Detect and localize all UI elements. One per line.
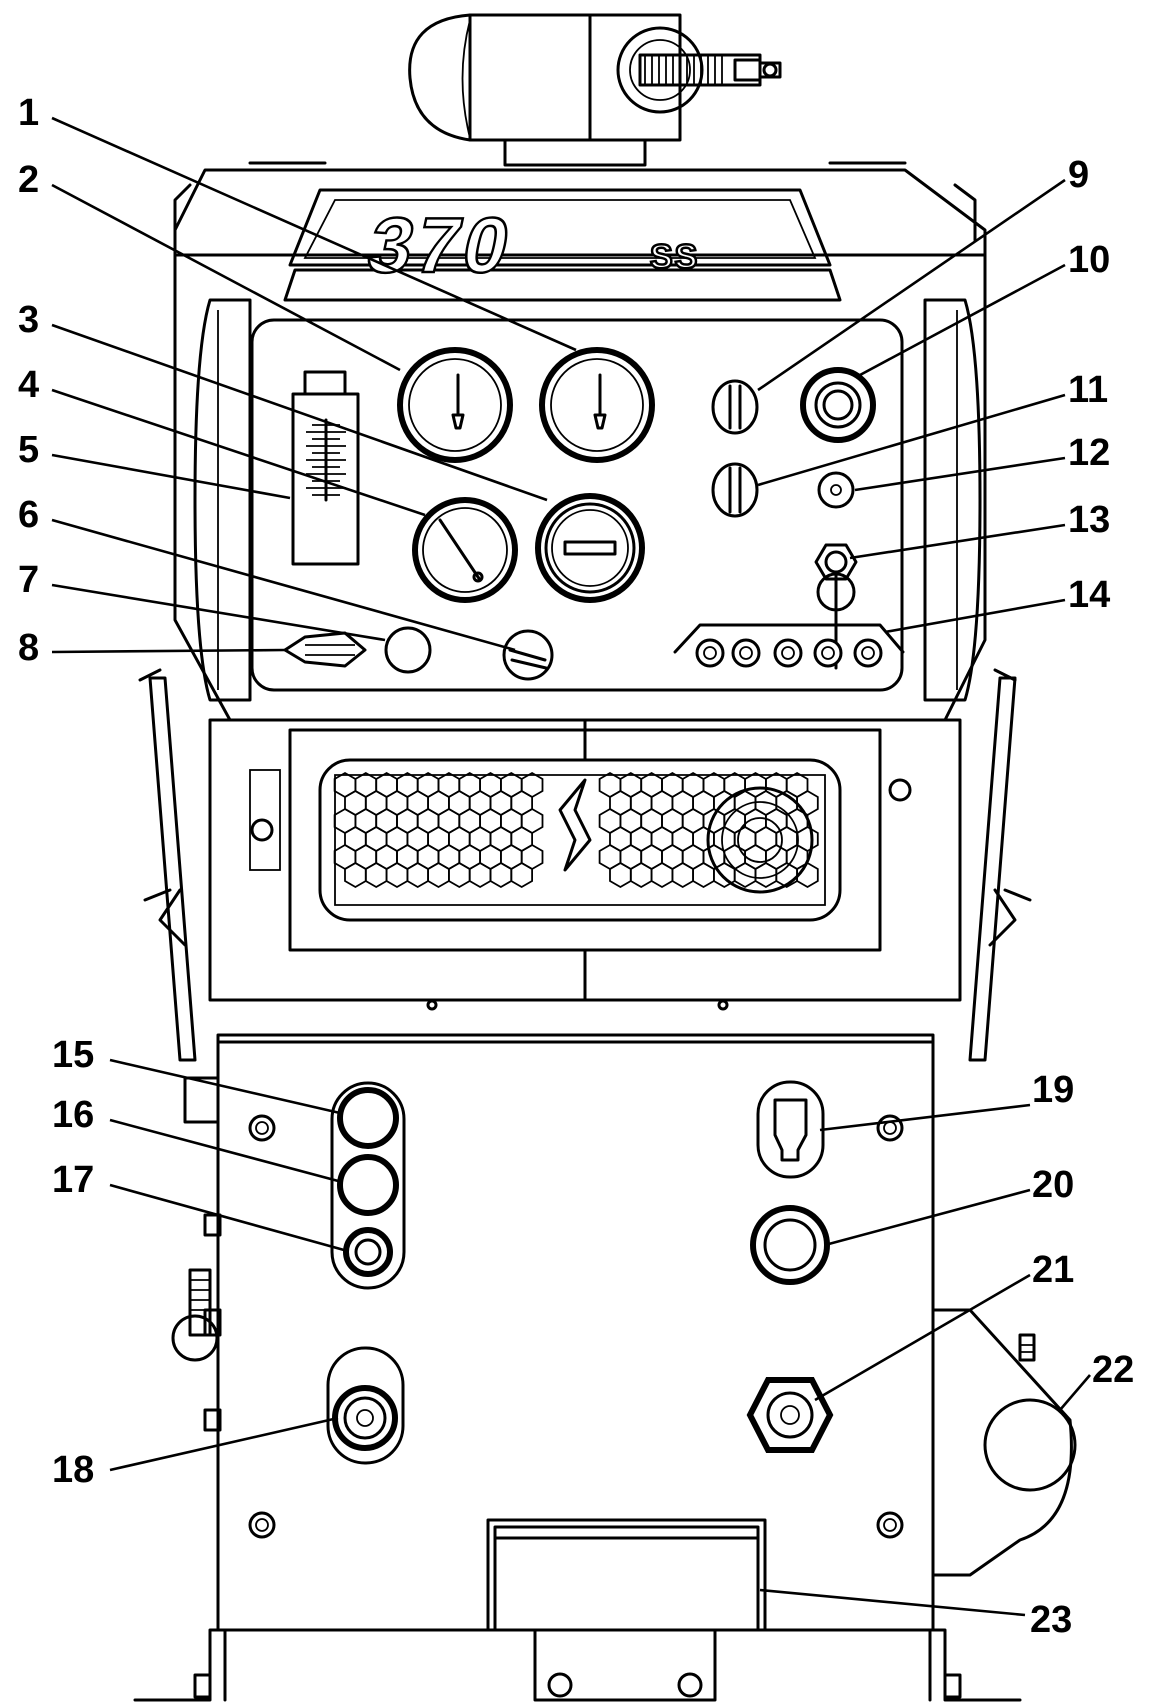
callout-5: 5 [18,429,39,471]
rotary-switch-lower [711,462,759,518]
grille-hex [671,861,694,889]
callout-7: 7 [18,559,39,601]
callout-8: 8 [18,627,39,669]
leader-9 [757,178,1066,392]
callout-3: 3 [18,299,39,341]
svg-text:370: 370 [361,202,522,289]
grille-hex [468,861,492,889]
leader-17 [109,1183,345,1252]
hour-meter [535,493,645,603]
callout-18: 18 [52,1449,94,1491]
callout-11: 11 [1068,369,1108,411]
grille-hex [427,861,450,889]
leader-20 [824,1188,1031,1247]
leader-10 [859,263,1066,377]
leader-7 [51,583,386,642]
callout-1: 1 [18,92,39,134]
callout-13: 13 [1068,499,1110,541]
leader-15 [109,1058,341,1115]
leader-3 [51,323,548,502]
leader-6 [51,518,516,652]
grille-center-emblem [558,778,592,872]
grille-hex [406,861,430,889]
grille-housing [208,718,962,1002]
top-motor [408,13,782,167]
leader-5 [51,453,291,500]
leader-4 [51,388,426,517]
connector-port [800,367,876,443]
side-fitting [171,1213,222,1432]
callout-12: 12 [1068,432,1110,474]
callout-21: 21 [1032,1249,1074,1291]
callout-10: 10 [1068,239,1110,281]
side-handles [138,668,1032,1062]
grille-hex [650,861,674,889]
leader-lines [51,116,1091,1617]
level-gauge [291,370,360,566]
indicator-light-row [673,623,905,668]
callout-20: 20 [1032,1164,1074,1206]
lower-cabinet [183,999,935,1632]
callout-9: 9 [1068,154,1089,196]
push-button [817,471,855,509]
callout-22: 22 [1092,1349,1134,1391]
rotary-switch-upper [711,379,759,435]
leader-21 [814,1273,1031,1402]
grille-hex [344,861,367,889]
indicator-light [384,626,432,674]
side-bracket [931,1308,1077,1577]
leader-1 [51,116,577,352]
leader-13 [849,523,1066,560]
callout-15: 15 [52,1034,94,1076]
leader-19 [819,1103,1031,1132]
inlet-port-column [330,1081,406,1290]
callout-6: 6 [18,494,39,536]
round-port [750,1205,830,1285]
hex-fitting [746,1377,834,1453]
control-panel [250,318,905,692]
valve-handle [283,631,367,668]
spring-fitting-icon [638,53,782,87]
pressure-gauge-left [397,347,513,463]
callout-17: 17 [52,1159,94,1201]
fan-guard [706,786,814,894]
grille-hex [609,861,632,889]
grille-hex [692,861,715,889]
upper-housing [173,161,987,722]
leader-23 [759,1588,1026,1617]
temperature-gauge [412,497,518,603]
callout-23: 23 [1030,1599,1072,1641]
leader-16 [109,1118,343,1184]
base-frame [133,1628,1022,1702]
grille-hex [385,861,409,889]
leader-22 [1059,1374,1091,1411]
grille-hex [629,861,653,889]
leader-8 [51,648,286,654]
svg-text:SS: SS [650,238,699,276]
keyhole-port [756,1080,825,1179]
grille-hex [364,861,388,889]
callout-19: 19 [1032,1069,1074,1111]
leader-18 [109,1416,339,1472]
callout-16: 16 [52,1094,94,1136]
callout-14: 14 [1068,574,1110,616]
callout-4: 4 [18,364,39,406]
callout-2: 2 [18,159,39,201]
leader-12 [854,456,1066,492]
grille-hex [510,861,533,889]
circuit-breaker [502,629,554,681]
pressure-gauge-right [539,347,655,463]
tray-cutout [486,1518,767,1632]
quick-connect-port [326,1346,405,1465]
leader-14 [884,598,1066,634]
callout-labels: 1 2 3 4 5 6 7 8 9 10 11 12 13 14 15 16 1… [18,92,1134,1641]
model-logo: 370 SS [359,201,699,291]
leader-11 [757,393,1066,487]
leader-2 [51,183,401,372]
grille-hex [447,861,471,889]
grille-hex [489,861,513,889]
